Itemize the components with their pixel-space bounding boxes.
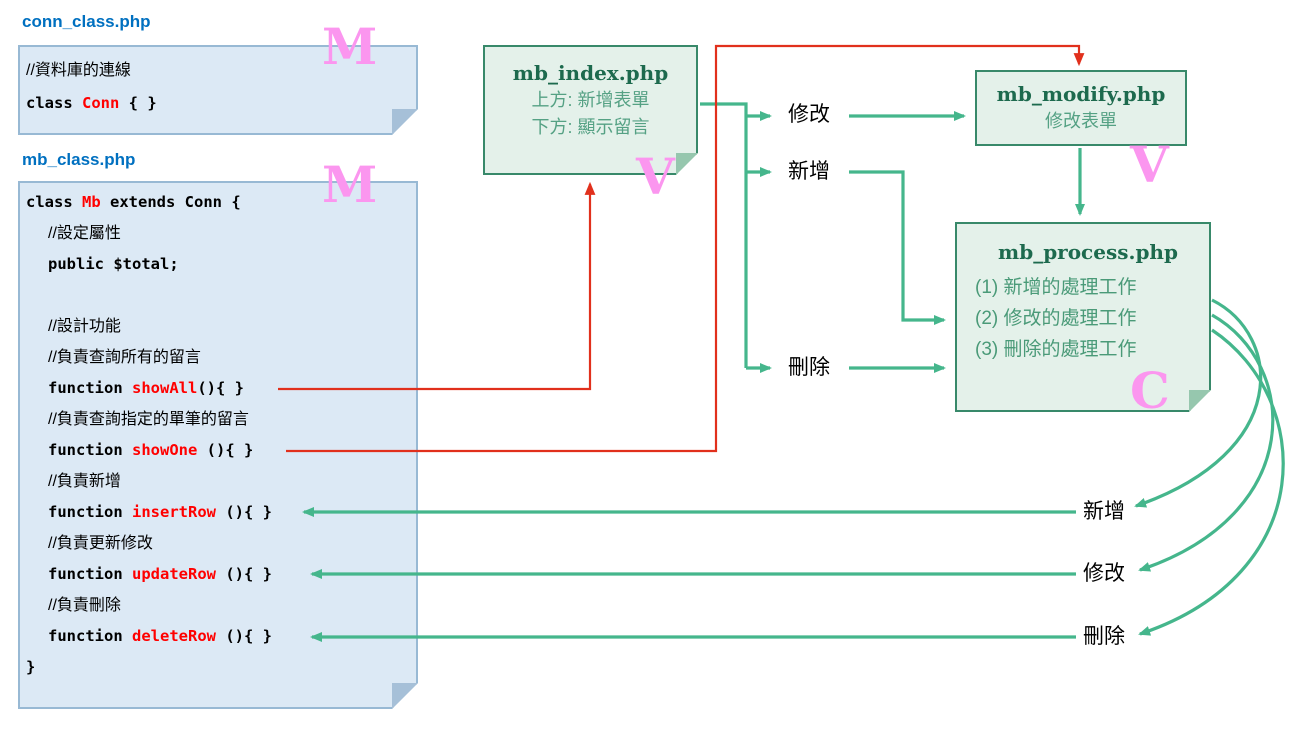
code-line-class-conn: class Conn { }: [26, 94, 157, 112]
code-blank-line: [26, 280, 410, 311]
code-line-total: public $total;: [48, 255, 179, 273]
code-line-insertrow: function insertRow (){ }: [48, 503, 272, 521]
code-comment: //資料庫的連線: [26, 62, 131, 79]
code-line-showall: function showAll(){ }: [48, 379, 244, 397]
mb-process-item-1: (1) 新增的處理工作: [975, 277, 1137, 298]
mvc-letter-view-modify: V: [1130, 135, 1169, 194]
code-line-updaterow: function updateRow (){ }: [48, 565, 272, 583]
code-line-class-mb: class Mb extends Conn {: [26, 193, 241, 211]
branch-label-insert: 新增: [788, 160, 830, 183]
mb-index-line1: 上方: 新增表單: [531, 90, 650, 110]
mb-modify-title: mb_modify.php: [996, 82, 1166, 106]
code-comment: //設計功能: [48, 318, 121, 335]
branch-label-modify: 修改: [788, 103, 830, 126]
return-label-delete: 刪除: [1083, 625, 1125, 648]
code-comment: //負責查詢指定的單筆的留言: [48, 411, 249, 428]
code-comment: //負責刪除: [48, 597, 121, 614]
mb-process-title: mb_process.php: [998, 240, 1178, 264]
return-label-insert: 新增: [1083, 500, 1125, 523]
code-line-showone: function showOne (){ }: [48, 441, 254, 459]
mb-file-label: mb_class.php: [22, 150, 136, 169]
mb-class-note: class Mb extends Conn { //設定屬性 public $t…: [18, 181, 418, 709]
code-comment: //設定屬性: [48, 225, 121, 242]
mb-process-box: mb_process.php (1) 新增的處理工作 (2) 修改的處理工作 (…: [955, 222, 1211, 412]
branch-label-delete: 刪除: [788, 356, 830, 379]
arrow-insert-to-mbprocess: [849, 170, 946, 325]
conn-file-label: conn_class.php: [22, 12, 151, 31]
code-comment: //負責新增: [48, 473, 121, 490]
mb-process-item-2: (2) 修改的處理工作: [975, 308, 1137, 329]
return-label-modify: 修改: [1083, 562, 1125, 585]
mvc-letter-model-mb: M: [322, 155, 378, 214]
mvc-letter-controller: C: [1130, 361, 1170, 420]
code-comment: //負責查詢所有的留言: [48, 349, 201, 366]
code-line-deleterow: function deleteRow (){ }: [48, 627, 272, 645]
mb-index-line2: 下方: 顯示留言: [531, 117, 650, 137]
code-comment: //負責更新修改: [48, 535, 153, 552]
mvc-letter-model-conn: M: [322, 17, 378, 76]
mb-index-title: mb_index.php: [512, 61, 669, 85]
mvc-letter-view-index: V: [636, 147, 675, 206]
mb-modify-line1: 修改表單: [1045, 111, 1117, 131]
code-line-closing-brace: }: [26, 658, 36, 676]
arrow-index-branch-trunk: [700, 102, 748, 368]
